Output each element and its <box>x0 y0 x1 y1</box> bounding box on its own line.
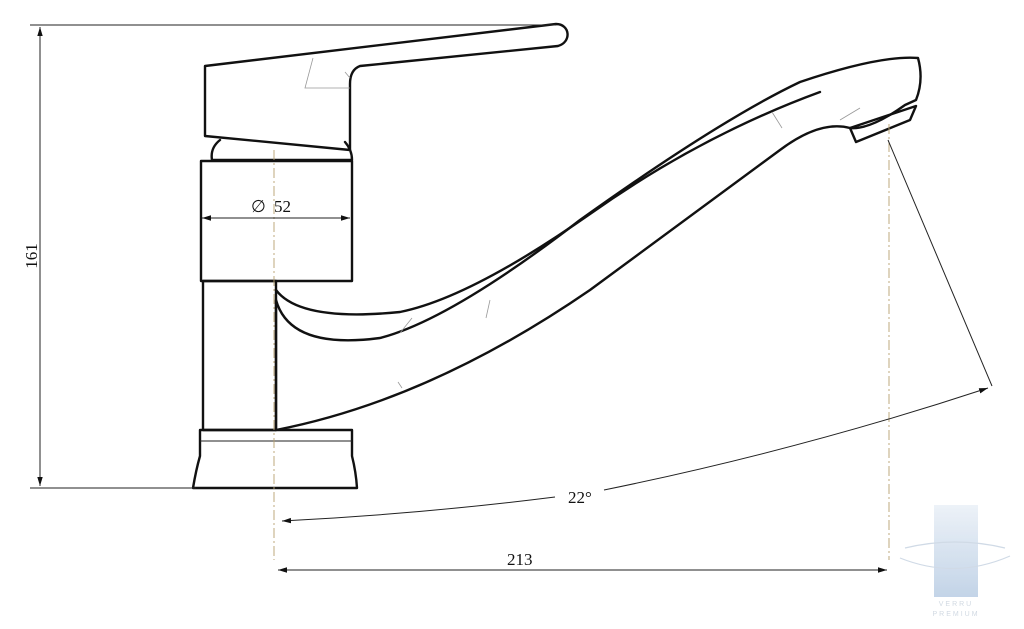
watermark-brand: VERRU <box>939 601 974 608</box>
length-label: 213 <box>507 550 533 569</box>
diameter-dimension: ∅ 52 <box>202 197 350 221</box>
diameter-label: 52 <box>274 197 291 216</box>
body-cylinder <box>199 159 354 283</box>
watermark-sub: PREMIUM <box>932 611 979 618</box>
spout <box>274 56 922 432</box>
angle-dimension: 22° <box>281 139 993 524</box>
height-dimension: 161 <box>22 24 556 489</box>
base-ring <box>191 428 359 490</box>
faucet-outline <box>191 22 922 490</box>
watermark-logo: VERRU PREMIUM <box>899 505 1011 618</box>
height-label: 161 <box>22 243 41 269</box>
length-dimension: 213 <box>278 550 887 573</box>
lower-body <box>201 279 278 432</box>
angle-label: 22° <box>568 488 592 507</box>
aerator <box>848 104 918 144</box>
lever-handle <box>203 22 569 152</box>
diameter-symbol: ∅ <box>251 197 266 216</box>
